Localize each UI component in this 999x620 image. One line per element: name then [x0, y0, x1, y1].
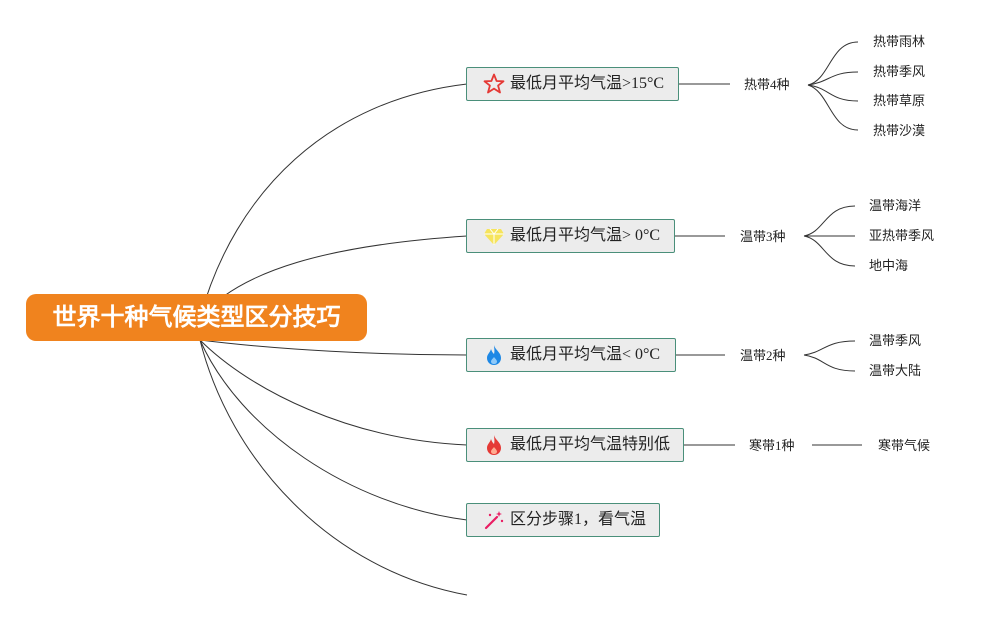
branch-topic-3[interactable]: 最低月平均气温< 0°C [466, 338, 676, 372]
group-label-frigid[interactable]: 寒带1种 [749, 438, 795, 453]
leaf-topic[interactable]: 热带雨林 [873, 34, 926, 49]
leaf-topic[interactable]: 寒带气候 [878, 438, 931, 453]
connector-root-branch-4 [199, 339, 468, 446]
magic-wand-icon [482, 508, 506, 532]
branch-topic-4[interactable]: 最低月平均气温特别低 [466, 428, 684, 462]
connector-root-branch-6 [199, 339, 468, 596]
leaf-topic[interactable]: 热带草原 [873, 93, 926, 108]
leaf-topic[interactable]: 温带季风 [869, 333, 922, 348]
leaf-topic[interactable]: 温带大陆 [869, 363, 922, 378]
connector-root-branch-5 [199, 339, 468, 521]
branch-label: 最低月平均气温>15°C [510, 75, 665, 92]
branch-topic-5[interactable]: 区分步骤1，看气温 [466, 503, 660, 537]
connector-root-branch-3 [199, 339, 468, 356]
leaf-topic[interactable]: 温带海洋 [869, 198, 922, 213]
branch-label: 最低月平均气温特别低 [510, 436, 671, 453]
branch-label: 最低月平均气温< 0°C [510, 346, 661, 363]
branch-label: 最低月平均气温> 0°C [510, 227, 661, 244]
red-flame-icon [482, 433, 506, 457]
group-label-tropical[interactable]: 热带4种 [744, 77, 790, 92]
branch-label: 区分步骤1，看气温 [510, 511, 647, 528]
branch-topic-2[interactable]: 最低月平均气温> 0°C [466, 219, 675, 253]
blue-flame-icon [482, 343, 506, 367]
group-label-temperate-3[interactable]: 温带3种 [740, 229, 786, 244]
connector-root-branch-1 [199, 83, 468, 319]
root-topic[interactable]: 世界十种气候类型区分技巧 [26, 294, 367, 341]
leaf-topic[interactable]: 地中海 [869, 258, 909, 273]
gem-icon [482, 224, 506, 248]
star-icon [482, 72, 506, 96]
leaf-topic[interactable]: 热带沙漠 [873, 123, 926, 138]
leaf-topic[interactable]: 热带季风 [873, 64, 926, 79]
branch-topic-1[interactable]: 最低月平均气温>15°C [466, 67, 679, 101]
group-label-temperate-2[interactable]: 温带2种 [740, 348, 786, 363]
leaf-topic[interactable]: 亚热带季风 [869, 228, 935, 243]
